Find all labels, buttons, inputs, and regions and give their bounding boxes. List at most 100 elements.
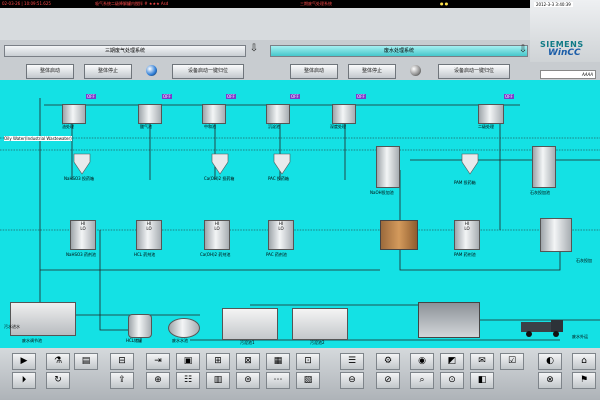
alarm-message-1[interactable]: 02-03-26 | 10:09:51.625 (2, 1, 51, 6)
wastewater-stop-button[interactable]: 整体停止 (348, 64, 396, 79)
off-badge[interactable]: OFF (504, 94, 514, 99)
toolbar-button-27[interactable]: ▧ (296, 372, 320, 389)
level-high: HI (278, 221, 284, 226)
toolbar-button-18[interactable]: ⌂ (572, 353, 596, 370)
off-badge[interactable]: OFF (162, 94, 172, 99)
toolbar-button-9[interactable]: ▦ (266, 353, 290, 370)
reactor-label: 酸气池 (140, 124, 152, 129)
equipment-label: 废水水池 (172, 338, 188, 343)
toolbar-button-4[interactable]: ⊟ (110, 353, 134, 370)
chevron-down-icon[interactable]: ⇩ (249, 43, 259, 54)
truck-icon (521, 320, 563, 337)
off-badge[interactable]: OFF (356, 94, 366, 99)
hopper-icon[interactable] (272, 152, 292, 176)
toolbar-button-6[interactable]: ▣ (176, 353, 200, 370)
toolbar-button-31[interactable]: ⊙ (440, 372, 464, 389)
silo-label: 石灰投加池 (530, 190, 550, 195)
toolbar-button-33[interactable]: ⊗ (538, 372, 562, 389)
toolbar-button-16[interactable]: ☑ (500, 353, 524, 370)
reactor-label: 沉淀池 (268, 124, 280, 129)
toolbar-button-30[interactable]: ⌕ (410, 372, 434, 389)
dosing-label: HCL 药剂池 (134, 252, 156, 257)
hopper-label: PAC 投药箱 (268, 176, 289, 181)
dosing-tank[interactable]: HI LO (204, 220, 230, 250)
toolbar-button-28[interactable]: ⊖ (340, 372, 364, 389)
toolbar-button-11[interactable]: ☰ (340, 353, 364, 370)
toolbar-button-32[interactable]: ◧ (470, 372, 494, 389)
side-label: 石灰投加 (576, 258, 592, 263)
equipment-label: 废水调节池 (22, 338, 42, 343)
reactor-tank[interactable] (138, 104, 162, 124)
hopper-icon[interactable] (210, 152, 230, 176)
equipment-label: HCL储罐 (126, 338, 143, 343)
wastewater-start-button[interactable]: 整体启动 (290, 64, 338, 79)
alarm-message-2[interactable]: 吸气系统二级降解罐内搅拌 # ★★★ Asd (95, 1, 169, 6)
toolbar-button-7[interactable]: ⊞ (206, 353, 230, 370)
silo-label: NaOH投加池 (370, 190, 394, 195)
water-pool[interactable] (168, 318, 200, 338)
toolbar-button-22[interactable]: ⊕ (146, 372, 170, 389)
hopper-icon[interactable] (72, 152, 92, 176)
toolbar-button-14[interactable]: ◩ (440, 353, 464, 370)
hopper-icon[interactable] (460, 152, 480, 176)
waste-gas-reset-button[interactable]: 设备启动一键归位 (172, 64, 244, 79)
datetime-display: 2012-3-3 3:40:39 (534, 2, 573, 7)
silo-tank[interactable] (376, 146, 400, 188)
reactor-tank[interactable] (332, 104, 356, 124)
toolbar-button-26[interactable]: ⋯ (266, 372, 290, 389)
level-low: LO (80, 226, 86, 231)
equipment-label: 污泥池1 (240, 340, 255, 345)
storage-tank[interactable] (540, 218, 572, 252)
toolbar-button-13[interactable]: ◉ (410, 353, 434, 370)
toolbar-button-8[interactable]: ⊠ (236, 353, 260, 370)
reaction-vessel[interactable] (380, 220, 418, 250)
waste-gas-stop-button[interactable]: 整体停止 (84, 64, 132, 79)
toolbar-button-2[interactable]: ⚗ (46, 353, 70, 370)
dosing-tank[interactable]: HI LO (268, 220, 294, 250)
toolbar-button-5[interactable]: ⇥ (146, 353, 170, 370)
off-badge[interactable]: OFF (86, 94, 96, 99)
toolbar-button-25[interactable]: ⊜ (236, 372, 260, 389)
toolbar-button-20[interactable]: ↻ (46, 372, 70, 389)
filter-press[interactable] (418, 302, 480, 338)
process-schematic: 油处理 酸气池 中和池 沉淀池 深度处理 二级处理 OFF OFF OFF OF… (0, 80, 600, 348)
equipment-label: 污泥池2 (310, 340, 325, 345)
toolbar-button-10[interactable]: ⊡ (296, 353, 320, 370)
toolbar-button-29[interactable]: ⊘ (376, 372, 400, 389)
toolbar-button-21[interactable]: ⇪ (110, 372, 134, 389)
toolbar-button-17[interactable]: ◐ (538, 353, 562, 370)
dosing-label: PAM 药剂池 (454, 252, 476, 257)
hopper-label: PAM 投药箱 (454, 180, 476, 185)
toolbar-button-12[interactable]: ⚙ (376, 353, 400, 370)
toolbar-button-15[interactable]: ✉ (470, 353, 494, 370)
sludge-tank[interactable] (292, 308, 348, 340)
off-badge[interactable]: OFF (290, 94, 300, 99)
sludge-tank[interactable] (222, 308, 278, 340)
level-low: LO (464, 226, 470, 231)
waste-gas-start-button[interactable]: 整体启动 (26, 64, 74, 79)
dosing-tank[interactable]: HI LO (454, 220, 480, 250)
reactor-tank[interactable] (478, 104, 504, 124)
toolbar-button-19[interactable]: ⏵ (12, 372, 36, 389)
alarm-status-lights: ● ● (440, 1, 449, 6)
toolbar-button-1[interactable]: ▶ (12, 353, 36, 370)
user-display: AAAA (540, 70, 596, 79)
reactor-label: 深度处理 (330, 124, 346, 129)
off-badge[interactable]: OFF (226, 94, 236, 99)
reactor-tank[interactable] (62, 104, 86, 124)
chevron-down-icon-2[interactable]: ⇩ (518, 44, 528, 55)
dosing-tank[interactable]: HI LO (136, 220, 162, 250)
toolbar-button-23[interactable]: ☷ (176, 372, 200, 389)
hcl-storage-tank[interactable] (128, 314, 152, 338)
reactor-tank[interactable] (202, 104, 226, 124)
side-label: 污水进水 (4, 324, 20, 329)
reactor-tank[interactable] (266, 104, 290, 124)
toolbar-button-24[interactable]: ▥ (206, 372, 230, 389)
toolbar-button-34[interactable]: ⚑ (572, 372, 596, 389)
regulating-tank[interactable] (10, 302, 76, 336)
dosing-tank[interactable]: HI LO (70, 220, 96, 250)
alarm-message-3[interactable]: 三期废气处理系统 (300, 1, 332, 6)
toolbar-button-3[interactable]: ▤ (74, 353, 98, 370)
silo-tank[interactable] (532, 146, 556, 188)
wastewater-reset-button[interactable]: 设备启动一键归位 (438, 64, 510, 79)
